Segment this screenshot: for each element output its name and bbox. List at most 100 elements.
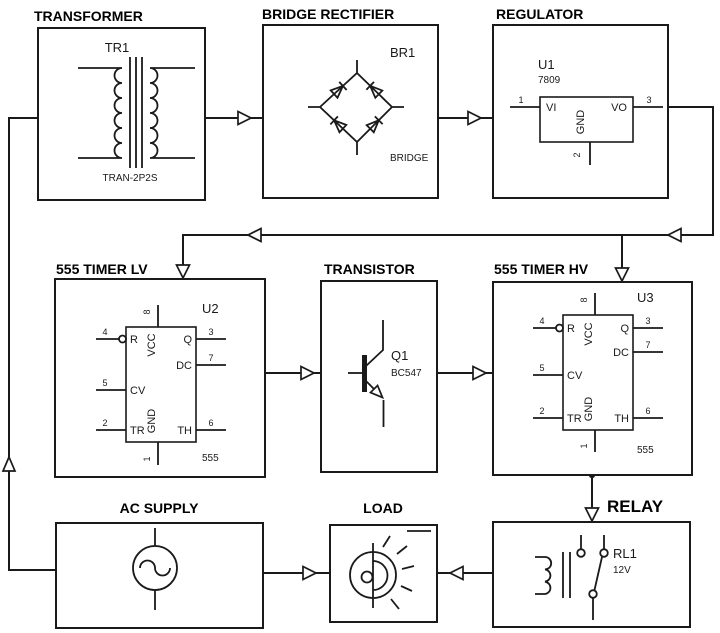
lamp-symbol <box>349 530 431 610</box>
pin-number: 3 <box>208 327 213 337</box>
arrow-down-icon <box>614 267 630 283</box>
block-title: AC SUPPLY <box>120 500 200 516</box>
component-part: BC547 <box>391 368 422 379</box>
arrow-right-icon <box>237 110 253 126</box>
pin-number: 5 <box>539 363 544 373</box>
component-ref: RL1 <box>613 546 637 561</box>
pin-number: 6 <box>645 406 650 416</box>
block-title: RELAY <box>607 497 664 516</box>
timer-hv-block: 555 TIMER HV U3 R CV TR Q DC TH VCC GND … <box>492 261 693 476</box>
contact-terminal <box>576 548 586 558</box>
bridge-symbol <box>308 60 404 155</box>
component-part: 555 <box>202 453 219 464</box>
component-ref: Q1 <box>391 348 408 363</box>
transistor-block: TRANSISTOR Q1 BC547 <box>320 261 438 473</box>
timer-pin-stubs <box>96 305 226 465</box>
primary-winding <box>78 67 123 159</box>
pin-label-q: Q <box>183 334 192 346</box>
ac-source-symbol <box>132 528 178 610</box>
pin-label-vcc: VCC <box>146 333 158 356</box>
pin-label-gnd: GND <box>575 110 587 135</box>
pin-number: 5 <box>102 378 107 388</box>
pin-label-r: R <box>567 323 575 335</box>
pin-number: 8 <box>579 297 589 302</box>
pin-number: 2 <box>539 406 544 416</box>
pin-label-vcc: VCC <box>583 322 595 345</box>
component-ref: TR1 <box>105 40 130 55</box>
block-title: 555 TIMER LV <box>56 261 148 277</box>
pin-number: 7 <box>208 353 213 363</box>
arrow-left-icon <box>246 227 262 243</box>
arrow-up-icon <box>1 454 17 472</box>
load-block: LOAD <box>329 500 438 623</box>
relay-contact-leads <box>580 535 605 620</box>
pin-label-th: TH <box>614 413 629 425</box>
lamp-filament-loop <box>360 570 374 584</box>
relay-block: RELAY RL1 12V <box>492 497 691 628</box>
component-part: 12V <box>613 565 631 576</box>
regulator-chip-body <box>539 96 634 143</box>
pin-number: 6 <box>208 418 213 428</box>
block-title: REGULATOR <box>496 6 583 22</box>
transformer-symbol <box>78 57 195 168</box>
pin-number: 3 <box>645 316 650 326</box>
pin-label-r: R <box>130 334 138 346</box>
timer-lv-block: 555 TIMER LV U2 R CV TR Q DC TH VCC GND … <box>54 261 266 478</box>
inverter-bubble-icon <box>555 323 564 333</box>
contact-terminal <box>599 548 609 558</box>
pin-number: 1 <box>518 95 523 105</box>
block-title: TRANSISTOR <box>324 261 415 277</box>
pin-number: 2 <box>102 418 107 428</box>
bridge-rectifier-block: BRIDGE RECTIFIER BR1 BRIDGE <box>262 6 439 199</box>
pin-number: 1 <box>579 443 589 448</box>
arrow-right-icon <box>302 565 318 581</box>
inverter-bubble-icon <box>118 334 127 344</box>
arrow-down-icon <box>584 507 600 523</box>
timer-chip-symbol <box>533 293 663 452</box>
block-title: LOAD <box>363 500 403 516</box>
regulator-pin-stubs <box>510 106 663 165</box>
pin-label-dc: DC <box>613 347 629 359</box>
block-frame <box>320 280 438 473</box>
npn-transistor-symbol <box>348 320 385 427</box>
timer-pin-stubs <box>533 293 663 452</box>
arrow-left-icon <box>666 227 682 243</box>
diode-icon <box>365 115 384 134</box>
pin-label-vo: VO <box>611 102 627 114</box>
arrow-right-icon <box>300 365 316 381</box>
ac-supply-block: AC SUPPLY <box>55 500 264 629</box>
timer-chip-body <box>125 326 197 443</box>
arrow-right-icon <box>467 110 483 126</box>
block-title: BRIDGE RECTIFIER <box>262 6 394 22</box>
block-frame <box>492 521 691 628</box>
timer-chip-symbol <box>96 305 226 465</box>
component-part: 7809 <box>538 75 561 86</box>
component-part: TRAN-2P2S <box>102 173 157 184</box>
lamp-filament-arc <box>372 560 389 591</box>
contact-terminal <box>588 589 598 599</box>
bridge-diamond <box>308 60 404 155</box>
collector-lead <box>365 320 384 367</box>
pin-number: 2 <box>572 152 582 157</box>
pin-number: 4 <box>539 316 544 326</box>
block-frame <box>262 24 439 199</box>
diode-icon <box>365 81 384 100</box>
relay-symbol <box>535 535 609 620</box>
pin-label-dc: DC <box>176 360 192 372</box>
block-title: 555 TIMER HV <box>494 261 589 277</box>
pin-label-tr: TR <box>130 425 145 437</box>
component-ref: U2 <box>202 301 219 316</box>
timer-chip-body <box>562 314 634 431</box>
wire-ac-to-transformer <box>8 117 56 571</box>
pin-number: 3 <box>646 95 651 105</box>
block-title: TRANSFORMER <box>34 8 143 24</box>
regulator-symbol <box>510 96 663 165</box>
pin-number: 7 <box>645 340 650 350</box>
pin-label-cv: CV <box>130 385 146 397</box>
emitter-arrow-icon <box>368 383 385 400</box>
block-frame <box>37 27 206 201</box>
component-ref: BR1 <box>390 45 415 60</box>
pin-number: 8 <box>142 309 152 314</box>
